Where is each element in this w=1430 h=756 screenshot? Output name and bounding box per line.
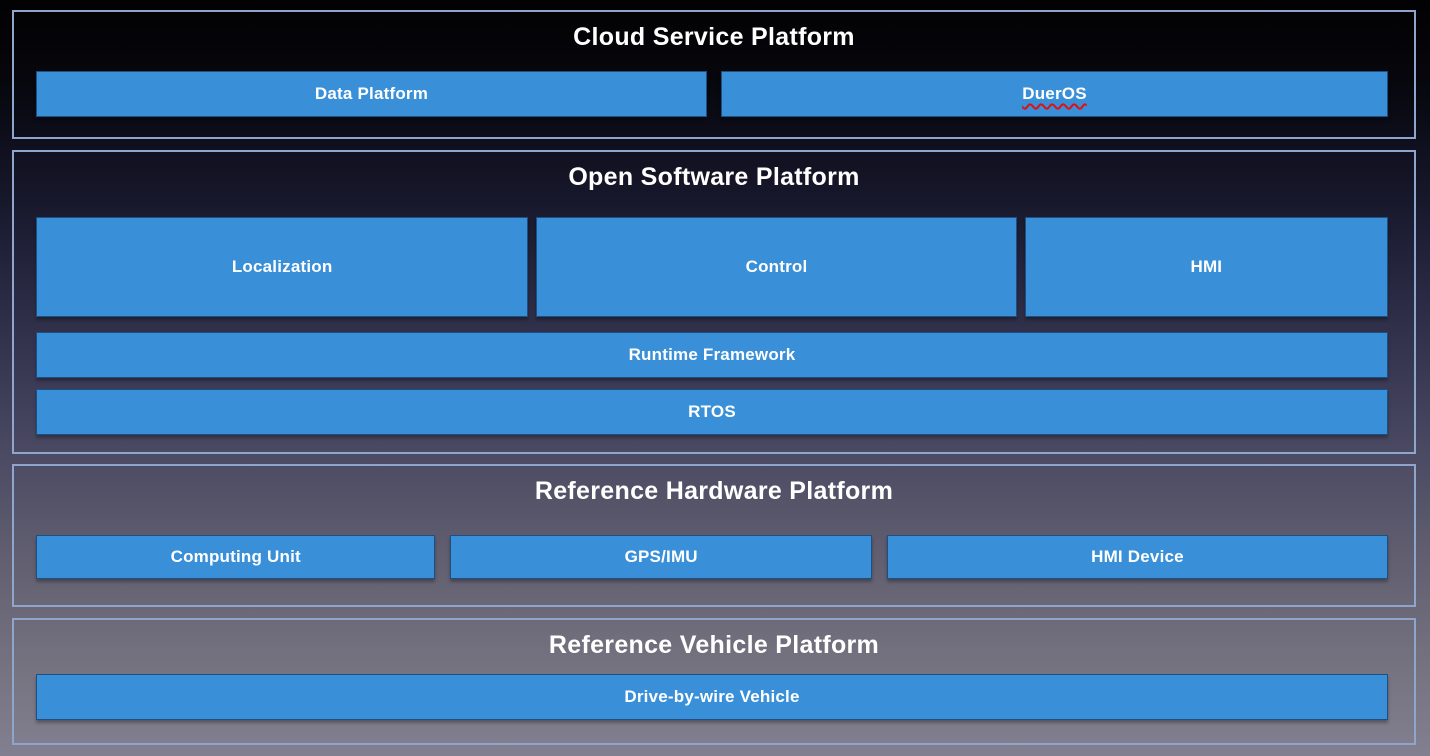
box-label: Localization (231, 257, 333, 276)
box-label: Control (745, 257, 808, 276)
box-hmi: HMI (1024, 217, 1388, 317)
box-rtos: RTOS (36, 389, 1388, 435)
section-reference-vehicle-platform: Reference Vehicle Platform Drive-by-wire… (12, 618, 1416, 745)
box-hmi-device: HMI Device (886, 535, 1388, 579)
box-dueros: DuerOS (720, 71, 1388, 117)
cloud-boxes-row: Data Platform DuerOS (36, 71, 1388, 117)
section-reference-hardware-platform: Reference Hardware Platform Computing Un… (12, 464, 1416, 607)
vehicle-boxes-row: Drive-by-wire Vehicle (36, 674, 1388, 720)
box-label: Computing Unit (170, 547, 301, 566)
box-label: Data Platform (314, 84, 429, 103)
box-data-platform: Data Platform (36, 71, 707, 117)
section-title-cloud-service-platform: Cloud Service Platform (573, 23, 855, 51)
runtime-framework-row: Runtime Framework (36, 332, 1388, 378)
box-label: Runtime Framework (628, 345, 796, 364)
section-cloud-service-platform: Cloud Service Platform Data Platform Due… (12, 10, 1416, 139)
box-localization: Localization (36, 217, 529, 317)
section-title-open-software-platform: Open Software Platform (568, 163, 860, 191)
box-label: Drive-by-wire Vehicle (624, 687, 800, 706)
hardware-boxes-row: Computing Unit GPS/IMU HMI Device (36, 535, 1388, 579)
section-open-software-platform: Open Software Platform Localization Cont… (12, 150, 1416, 454)
box-runtime-framework: Runtime Framework (36, 332, 1388, 378)
box-label: DuerOS (1022, 84, 1087, 103)
section-title-reference-vehicle-platform: Reference Vehicle Platform (548, 631, 880, 659)
box-label: RTOS (688, 402, 736, 421)
box-label: HMI (1190, 257, 1223, 276)
software-modules-row: Localization Control HMI (36, 217, 1388, 317)
box-control: Control (536, 217, 1017, 317)
box-gps-imu: GPS/IMU (450, 535, 872, 579)
box-drive-by-wire-vehicle: Drive-by-wire Vehicle (36, 674, 1388, 720)
box-label: HMI Device (1091, 547, 1184, 566)
section-title-reference-hardware-platform: Reference Hardware Platform (534, 477, 894, 505)
rtos-row: RTOS (36, 389, 1388, 435)
box-label: GPS/IMU (624, 547, 698, 566)
box-computing-unit: Computing Unit (36, 535, 436, 579)
